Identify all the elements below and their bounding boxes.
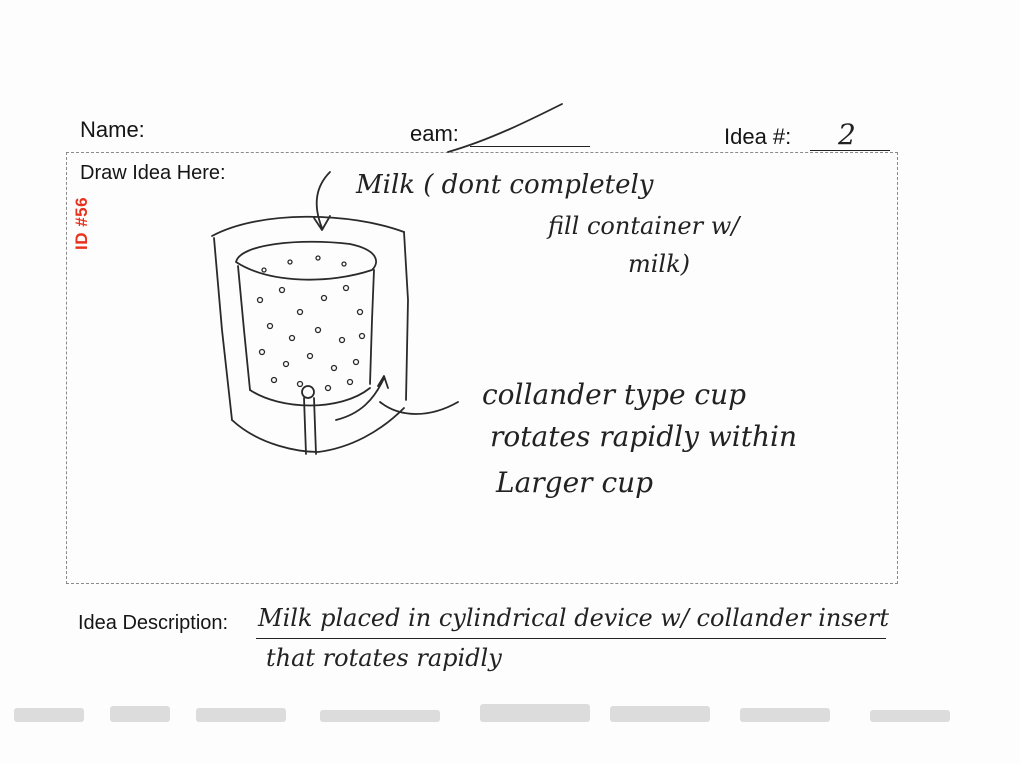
outer-cup-bottom	[231, 407, 405, 453]
cup-annotation-line3: Larger cup	[496, 466, 654, 499]
draw-idea-label: Draw Idea Here:	[80, 162, 226, 184]
cup-annotation-line2: rotates rapidly within	[490, 420, 798, 453]
cup-annotation-line1: collander type cup	[482, 378, 747, 411]
inner-cup-left	[237, 265, 251, 391]
milk-annotation-line2: fill container w/	[548, 212, 740, 240]
strainer-holes	[256, 255, 366, 392]
milk-annotation-line3: milk)	[628, 250, 691, 278]
outer-cup-right	[403, 231, 409, 401]
inner-cup-bottom	[249, 387, 371, 407]
outer-cup-left	[213, 237, 233, 421]
team-underline	[470, 146, 590, 147]
name-label: Name:	[80, 117, 145, 142]
description-line1: Milk placed in cylindrical device w/ col…	[258, 604, 889, 632]
team-strike	[447, 103, 563, 153]
shaft-knob	[301, 385, 315, 399]
idea-description-label: Idea Description:	[78, 612, 229, 634]
rotation-arrow	[335, 375, 389, 421]
idea-number-label: Idea #:	[724, 124, 792, 149]
inner-cup-right	[369, 269, 375, 385]
inner-cup-rim	[235, 240, 377, 281]
milk-pointer	[313, 171, 331, 231]
description-line2: that rotates rapidly	[266, 644, 502, 672]
idea-number-value: 2	[838, 118, 856, 151]
idea-number-underline	[810, 150, 890, 151]
scan-noise	[14, 704, 950, 722]
drawing-area	[66, 152, 898, 584]
team-label: eam:	[410, 121, 459, 146]
cup-pointer	[379, 401, 459, 415]
outer-cup-rim	[211, 215, 405, 237]
shaft	[303, 397, 317, 455]
milk-annotation-line1: Milk ( dont completely	[356, 170, 654, 200]
description-underline	[256, 638, 886, 639]
